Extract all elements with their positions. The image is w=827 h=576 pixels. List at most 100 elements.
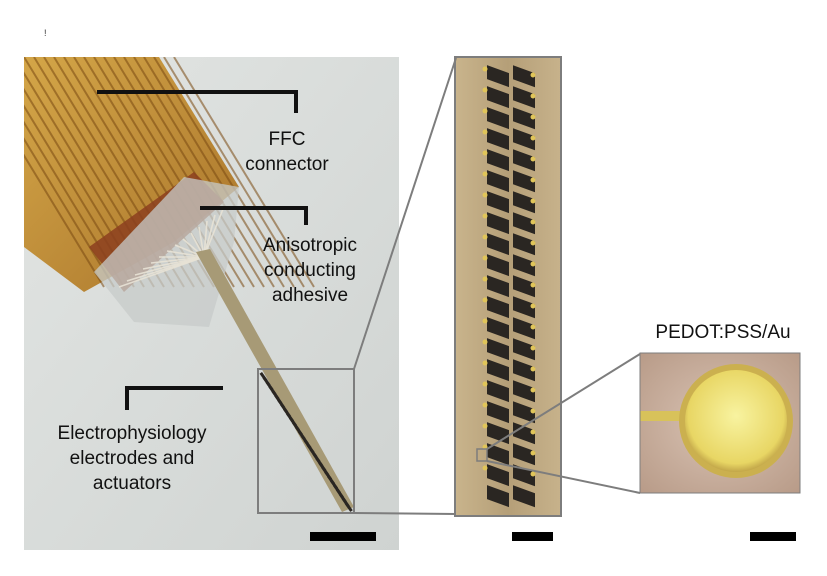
mid-electrode [487, 338, 509, 361]
mid-electrode [487, 170, 509, 193]
mid-electrode [513, 401, 535, 424]
mid-pad [530, 156, 536, 162]
mid-electrode [487, 485, 509, 508]
pedot-label: PEDOT:PSS/Au [655, 322, 791, 343]
aca-label: Anisotropic conducting adhesive [240, 233, 380, 308]
mid-pad [530, 93, 536, 99]
mid-electrode [487, 212, 509, 235]
ffc-stripe [153, 57, 295, 288]
shank-electrode-array [259, 371, 353, 512]
mid-electrode [487, 296, 509, 319]
ephys-label-line-2: electrodes and [69, 448, 195, 469]
mid-pad [482, 402, 488, 408]
mid-electrode [487, 128, 509, 151]
mid-electrode [513, 149, 535, 172]
ffc-stripe [24, 153, 105, 288]
mid-electrode [487, 443, 509, 466]
mid-electrode [513, 317, 535, 340]
aca-label-line-1: Anisotropic [263, 235, 357, 256]
mid-electrode [487, 359, 509, 382]
mid-electrode [513, 233, 535, 256]
aca-label-line-2: conducting [264, 260, 356, 281]
mid-electrode [513, 296, 535, 319]
mid-electrode [513, 464, 535, 487]
mid-electrode [487, 65, 509, 88]
mid-pad [482, 381, 488, 387]
gold-trace [640, 411, 685, 421]
mid-pad [530, 72, 536, 78]
mid-electrode [513, 65, 535, 88]
ffc-connector-label: FFC connector [232, 127, 342, 177]
mid-pad [530, 177, 536, 183]
gold-pads [482, 66, 536, 477]
ffc-stripe [173, 57, 315, 288]
mid-pad [530, 240, 536, 246]
mid-electrode [487, 233, 509, 256]
fan-trace [150, 256, 205, 264]
mid-pad [530, 408, 536, 414]
ffc-callout-line [97, 90, 298, 113]
mid-pad [482, 66, 488, 72]
aca-callout-line [200, 206, 308, 225]
mid-pad [482, 150, 488, 156]
mid-pad [530, 471, 536, 477]
mid-pad [482, 318, 488, 324]
electrode-array-zoom [455, 57, 561, 516]
mid-electrode [487, 86, 509, 109]
mid-pad [482, 339, 488, 345]
mid-pad [530, 345, 536, 351]
flex-substrate [94, 177, 239, 327]
fan-out-traces [118, 208, 224, 288]
mid-pad [482, 297, 488, 303]
mid-pad [530, 114, 536, 120]
mid-electrode [513, 359, 535, 382]
mid-electrode [513, 275, 535, 298]
ffc-stripe [143, 57, 285, 288]
aca-label-line-3: adhesive [271, 285, 349, 306]
ffc-label-line-2: connector [245, 154, 329, 175]
ephys-label-line-1: Electrophysiology [57, 423, 207, 444]
mid-pad [482, 360, 488, 366]
mid-electrode [513, 212, 535, 235]
scale-bar-left [310, 532, 376, 541]
fan-trace [166, 250, 205, 258]
mid-electrode [513, 254, 535, 277]
mid-pad [530, 219, 536, 225]
pedot-electrode-micrograph [640, 353, 800, 493]
inset-line-bottom [486, 460, 641, 494]
mid-pad [482, 171, 488, 177]
mid-pad [482, 465, 488, 471]
ffc-label-line-1: FFC [268, 129, 306, 150]
scale-bar-right [750, 532, 796, 541]
mid-electrode [513, 128, 535, 151]
mid-electrode [513, 443, 535, 466]
probe-shank [196, 249, 354, 512]
inset-border [639, 352, 801, 494]
mid-pad [482, 213, 488, 219]
mid-pad [482, 129, 488, 135]
mid-pad [530, 387, 536, 393]
mid-electrode [513, 107, 535, 130]
electrode-rows [487, 65, 535, 508]
ffc-ribbon [24, 57, 239, 292]
ffc-stripe [163, 57, 305, 288]
device-photo [24, 57, 399, 550]
fan-trace [142, 256, 205, 270]
mid-pad [530, 261, 536, 267]
mid-pad [530, 324, 536, 330]
mid-electrode [487, 149, 509, 172]
mid-pad [482, 192, 488, 198]
stray-mark: ! [44, 28, 47, 38]
mid-pad [530, 303, 536, 309]
mid-electrode [487, 401, 509, 424]
ffc-stripe [133, 57, 275, 288]
mid-electrode [513, 338, 535, 361]
mid-electrode [513, 170, 535, 193]
zoom-box-small [476, 448, 488, 462]
inset-line-top [486, 353, 641, 450]
shank-electrode [344, 502, 353, 512]
mid-pad [530, 135, 536, 141]
mid-electrode [513, 191, 535, 214]
mid-electrode [487, 191, 509, 214]
mid-electrode [513, 380, 535, 403]
